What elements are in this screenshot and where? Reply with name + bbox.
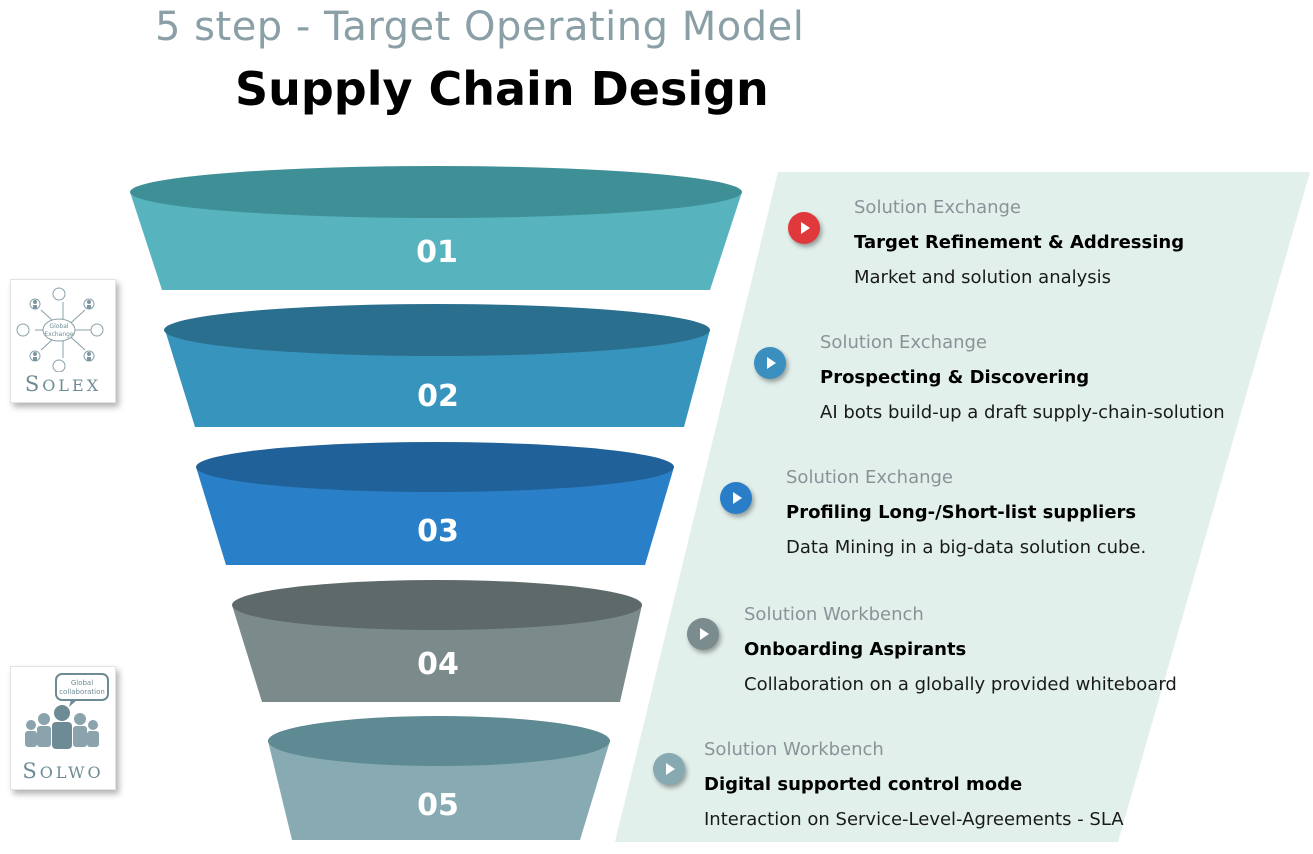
step-category: Solution Exchange xyxy=(786,467,954,488)
play-icon[interactable] xyxy=(788,212,820,244)
svg-text:collaboration: collaboration xyxy=(59,688,105,696)
step-title: Prospecting & Discovering xyxy=(820,367,1090,388)
funnel-layer-03: 03 xyxy=(196,442,674,565)
solex-logo: Global Exchange SOLEX xyxy=(10,279,116,403)
play-icon[interactable] xyxy=(653,753,685,785)
play-icon[interactable] xyxy=(687,618,719,650)
page-title: 5 step - Target Operating Model xyxy=(155,4,805,50)
step-category: Solution Workbench xyxy=(744,604,924,625)
svg-text:Global: Global xyxy=(71,679,93,687)
solex-logo-text: SOLEX xyxy=(24,372,102,396)
step-category: Solution Exchange xyxy=(854,197,1022,218)
play-icon[interactable] xyxy=(720,482,752,514)
step-description-04: Solution Workbench Onboarding Aspirants … xyxy=(744,597,1177,702)
step-detail: Collaboration on a globally provided whi… xyxy=(744,674,1177,695)
step-number-03: 03 xyxy=(417,514,459,549)
play-icon[interactable] xyxy=(754,347,786,379)
step-number-02: 02 xyxy=(417,379,459,414)
step-title: Target Refinement & Addressing xyxy=(854,232,1185,253)
svg-text:Global: Global xyxy=(49,323,68,330)
step-detail: Data Mining in a big-data solution cube. xyxy=(786,537,1147,558)
step-number-01: 01 xyxy=(416,235,458,270)
step-description-01: Solution Exchange Target Refinement & Ad… xyxy=(854,190,1184,295)
group-people-icon: Global collaboration xyxy=(25,673,109,749)
svg-text:Exchange: Exchange xyxy=(44,331,74,338)
funnel-layer-01: 01 xyxy=(130,166,742,290)
description-panel xyxy=(615,172,1310,842)
solwo-logo-text: SOLWO xyxy=(22,759,104,783)
step-number-05: 05 xyxy=(417,788,459,823)
funnel-layer-02: 02 xyxy=(164,304,710,427)
step-category: Solution Exchange xyxy=(820,332,988,353)
funnel-layer-05: 05 xyxy=(268,716,610,840)
step-category: Solution Workbench xyxy=(704,739,884,760)
solwo-logo: Global collaboration SOLWO xyxy=(10,666,116,790)
step-title: Profiling Long-/Short-list suppliers xyxy=(786,502,1137,523)
step-number-04: 04 xyxy=(417,647,459,682)
step-detail: Interaction on Service-Level-Agreements … xyxy=(704,809,1124,830)
page-subtitle: Supply Chain Design xyxy=(235,62,769,116)
step-detail: AI bots build-up a draft supply-chain-so… xyxy=(820,402,1225,423)
step-description-03: Solution Exchange Profiling Long-/Short-… xyxy=(786,460,1146,565)
funnel-layer-04: 04 xyxy=(232,580,642,702)
step-title: Digital supported control mode xyxy=(704,774,1023,795)
step-detail: Market and solution analysis xyxy=(854,267,1112,288)
network-hub-icon: Global Exchange xyxy=(16,287,104,372)
step-description-02: Solution Exchange Prospecting & Discover… xyxy=(820,325,1225,430)
step-title: Onboarding Aspirants xyxy=(744,639,967,660)
step-description-05: Solution Workbench Digital supported con… xyxy=(704,732,1124,837)
